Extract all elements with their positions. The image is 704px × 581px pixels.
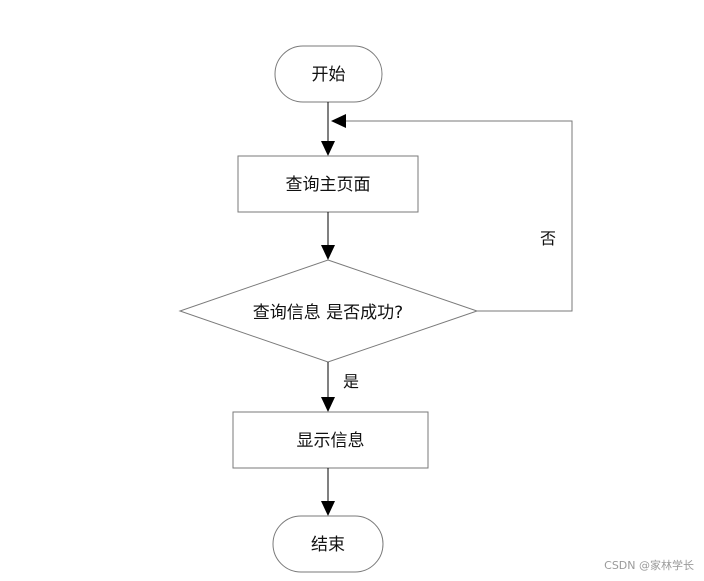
end-node: 结束 bbox=[272, 515, 384, 573]
query-home-label: 查询主页面 bbox=[286, 175, 371, 195]
show-info-label: 显示信息 bbox=[297, 431, 365, 451]
end-terminal-shape bbox=[272, 515, 384, 573]
arrowhead-down-icon bbox=[321, 141, 335, 156]
edge-no-loop-line bbox=[346, 120, 573, 312]
edge-start-to-query bbox=[321, 102, 335, 156]
show-info-node: 显示信息 bbox=[232, 411, 429, 469]
edge-show-to-end bbox=[321, 468, 335, 516]
arrowhead-down-icon bbox=[321, 397, 335, 412]
edge-query-to-decision bbox=[321, 212, 335, 260]
start-node: 开始 bbox=[274, 45, 383, 103]
arrowhead-down-icon bbox=[321, 245, 335, 260]
edge-decision-no-loop: 否 bbox=[331, 114, 573, 312]
edge-decision-yes: 是 bbox=[321, 362, 359, 412]
csdn-watermark: CSDN @家林学长 bbox=[604, 559, 694, 572]
decision-label: 查询信息 是否成功? bbox=[253, 303, 403, 323]
query-home-process-shape bbox=[237, 155, 419, 213]
show-info-process-shape bbox=[232, 411, 429, 469]
query-home-node: 查询主页面 bbox=[237, 155, 419, 213]
arrowhead-down-icon bbox=[321, 501, 335, 516]
end-label: 结束 bbox=[311, 535, 345, 555]
edge-no-label: 否 bbox=[540, 229, 556, 248]
start-label: 开始 bbox=[312, 65, 346, 85]
edge-yes-label: 是 bbox=[343, 372, 359, 391]
arrowhead-left-icon bbox=[331, 114, 346, 128]
decision-node: 查询信息 是否成功? bbox=[178, 259, 479, 363]
